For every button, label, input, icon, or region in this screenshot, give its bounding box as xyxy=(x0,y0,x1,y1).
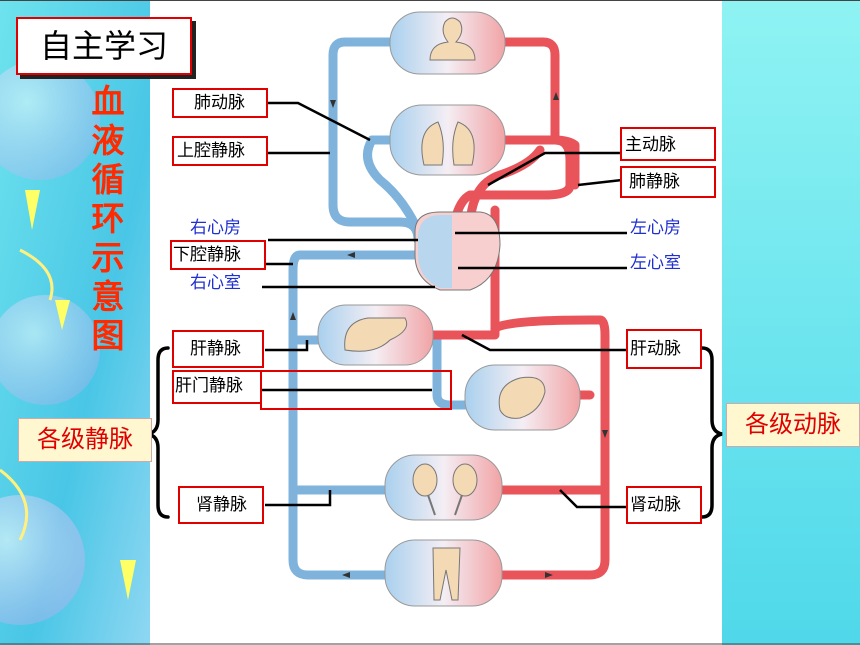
label-renal-vein: 肾静脉 xyxy=(196,495,247,515)
vertical-title: 血液循环示意图 xyxy=(86,84,125,365)
label-hepatic-vein: 肝静脉 xyxy=(190,339,241,359)
label-inferior-vena-cava: 下腔静脉 xyxy=(173,245,241,265)
label-box-renal-vein xyxy=(178,486,264,524)
label-right-ventricle: 右心室 xyxy=(190,273,241,293)
label-box-superior-vena-cava xyxy=(172,136,268,166)
label-left-ventricle: 左心室 xyxy=(630,253,681,273)
label-box-hepatic-artery xyxy=(626,329,702,369)
slide-title: 自主学习 xyxy=(16,17,192,75)
group-label-veins: 各级静脉 xyxy=(18,418,152,462)
highlight-box-hepatic-portal-vein xyxy=(260,370,452,410)
label-superior-vena-cava: 上腔静脉 xyxy=(177,141,245,161)
label-box-renal-artery xyxy=(626,486,702,524)
label-left-atrium: 左心房 xyxy=(630,218,681,238)
label-renal-artery: 肾动脉 xyxy=(630,495,681,515)
group-label-arteries: 各级动脉 xyxy=(726,403,860,447)
label-hepatic-artery: 肝动脉 xyxy=(630,339,681,359)
label-pulmonary-vein: 肺静脉 xyxy=(629,172,680,192)
label-box-pulmonary-vein xyxy=(620,166,716,198)
label-box-aorta xyxy=(620,127,716,161)
label-box-inferior-vena-cava xyxy=(170,240,266,270)
organ-boxes xyxy=(317,11,581,607)
vertical-title-text: 血液循环示意图 xyxy=(86,84,125,357)
label-box-hepatic-vein xyxy=(172,330,264,368)
label-aorta: 主动脉 xyxy=(625,135,676,155)
label-pulmonary-artery: 肺动脉 xyxy=(194,93,245,113)
label-right-atrium: 右心房 xyxy=(190,218,241,238)
label-hepatic-portal-vein: 肝门静脉 xyxy=(175,376,243,396)
label-box-pulmonary-artery xyxy=(172,88,268,118)
right-decor-panel xyxy=(722,0,860,645)
